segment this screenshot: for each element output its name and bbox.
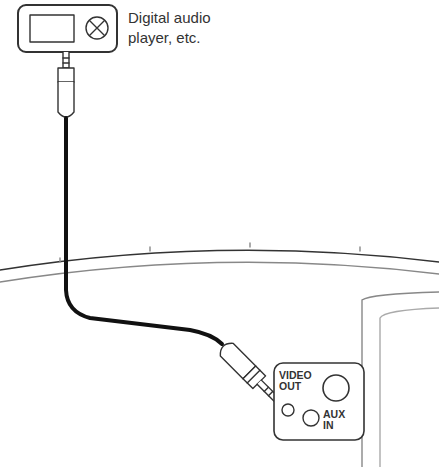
cable	[66, 118, 222, 344]
video-out-jack	[323, 375, 349, 401]
plug-grip-top	[58, 82, 74, 117]
plug-ring-bottom	[264, 387, 272, 395]
player-screen	[30, 15, 74, 42]
plug-body-top	[58, 68, 74, 82]
unit-body-notch	[60, 243, 360, 262]
aux-in-socket	[282, 404, 294, 416]
player-button-cross	[90, 21, 105, 36]
audio-player	[18, 5, 117, 52]
plug-tip-top	[63, 52, 69, 68]
unit-side-panel	[362, 292, 439, 467]
connector-panel	[274, 363, 364, 440]
port-label: VIDEO OUT	[279, 370, 315, 392]
port-label: AUX IN	[323, 409, 353, 431]
device-label: Digital audio player, etc.	[128, 8, 236, 48]
plug-ring-top	[63, 58, 69, 63]
unit-side-curve	[380, 308, 439, 467]
aux-in-jack	[303, 410, 319, 426]
plug-band-bottom	[247, 370, 260, 383]
player-button	[86, 17, 108, 39]
